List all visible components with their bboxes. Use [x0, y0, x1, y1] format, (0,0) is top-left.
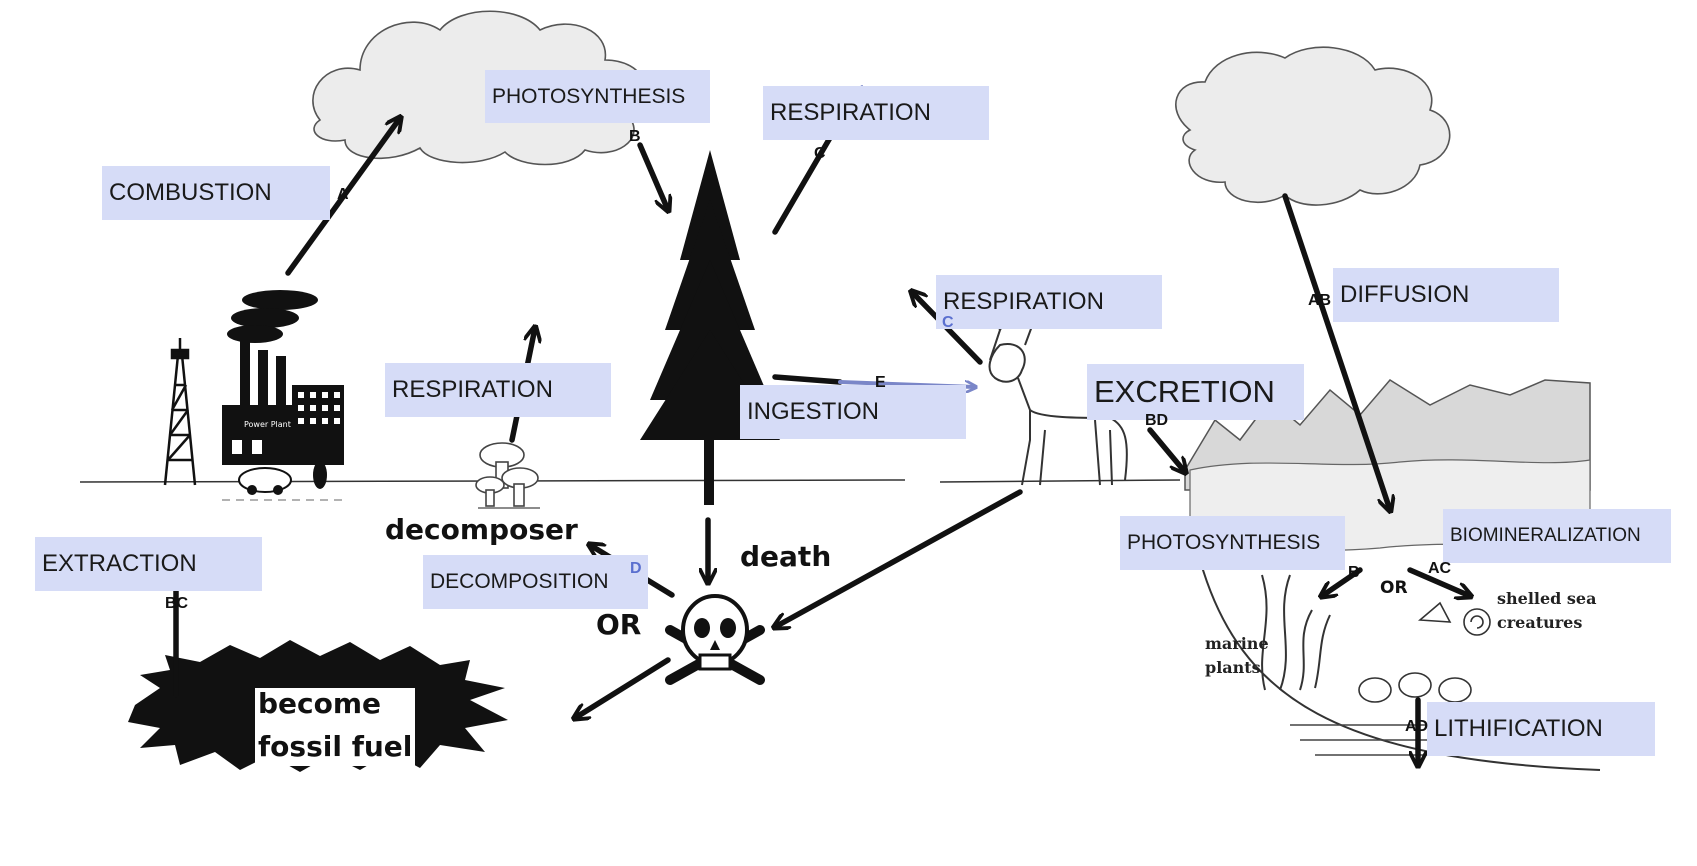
text-death: death [740, 540, 832, 573]
arrow-deer-to-death [775, 489, 1023, 627]
fossil-fuel-blob [128, 640, 508, 772]
mushroom-icon [475, 442, 540, 509]
label-diffusion: DIFFUSION [1333, 268, 1559, 322]
arrow-death-to-fossil [575, 657, 671, 718]
label-excretion: EXCRETION [1087, 364, 1304, 420]
marine-plants-label: marine plants [1205, 632, 1269, 680]
code-excretion: BD [1145, 412, 1169, 429]
shelled-line1: shelled sea [1497, 589, 1597, 608]
arrow-excretion [1147, 427, 1185, 472]
oil-derrick [163, 338, 197, 486]
label-decomposition: DECOMPOSITION [423, 555, 648, 609]
label-respiration-decomposer: RESPIRATION [385, 363, 611, 417]
label-lithification: LITHIFICATION [1427, 702, 1655, 756]
fossil-fuel-line1: become [258, 687, 382, 720]
process-arrows [173, 92, 1470, 765]
shelled-line2: creatures [1497, 613, 1583, 632]
skull-icon [665, 594, 765, 685]
cloud-right [1175, 46, 1451, 206]
label-respiration-tree: RESPIRATION [763, 86, 989, 140]
code-lithification: AD [1405, 718, 1429, 735]
code-biomineralization: AC [1428, 560, 1452, 577]
code-ingestion: E [875, 374, 886, 391]
seaweed-icon [1261, 574, 1331, 691]
code-marine-photosynthesis: B [1348, 564, 1360, 581]
text-decomposer: decomposer [385, 513, 578, 546]
arrow-photosynthesis-land [637, 142, 668, 210]
shell-icon [1358, 601, 1491, 703]
code-photosynthesis-land: B [629, 128, 641, 145]
label-ingestion: INGESTION [740, 385, 966, 439]
power-plant [222, 290, 345, 501]
fossil-fuel-line2: fossil fuel [258, 730, 413, 763]
code-decomposition: D [630, 560, 642, 577]
shelled-creatures-label: shelled sea creatures [1497, 587, 1596, 635]
label-photosynthesis-land: PHOTOSYNTHESIS [485, 70, 710, 123]
label-extraction: EXTRACTION [35, 537, 262, 591]
label-respiration-deer: RESPIRATION [936, 275, 1162, 329]
label-biomineralization: BIOMINERALIZATION [1443, 509, 1671, 563]
text-or-marine: OR [1380, 578, 1408, 598]
label-combustion: COMBUSTION [102, 166, 330, 220]
code-combustion: A [337, 186, 349, 203]
arrow-marine-photosynthesis [1322, 567, 1363, 596]
arrow-ingestion [772, 374, 843, 385]
label-photosynthesis-marine: PHOTOSYNTHESIS [1120, 516, 1345, 570]
arrow-combustion [285, 118, 400, 276]
code-respiration-tree: C [814, 145, 826, 162]
power-plant-sign: Power Plant [244, 420, 291, 429]
text-or-left: OR [596, 608, 642, 641]
marine-plants-line2: plants [1205, 658, 1261, 677]
code-diffusion: AB [1308, 292, 1332, 309]
arrow-biomineralization [1407, 567, 1470, 596]
code-extraction: BC [165, 595, 189, 612]
code-respiration-deer: C [942, 314, 954, 331]
arrow-diffusion [1282, 193, 1390, 510]
tree-icon [640, 150, 780, 505]
marine-plants-line1: marine [1205, 634, 1269, 653]
